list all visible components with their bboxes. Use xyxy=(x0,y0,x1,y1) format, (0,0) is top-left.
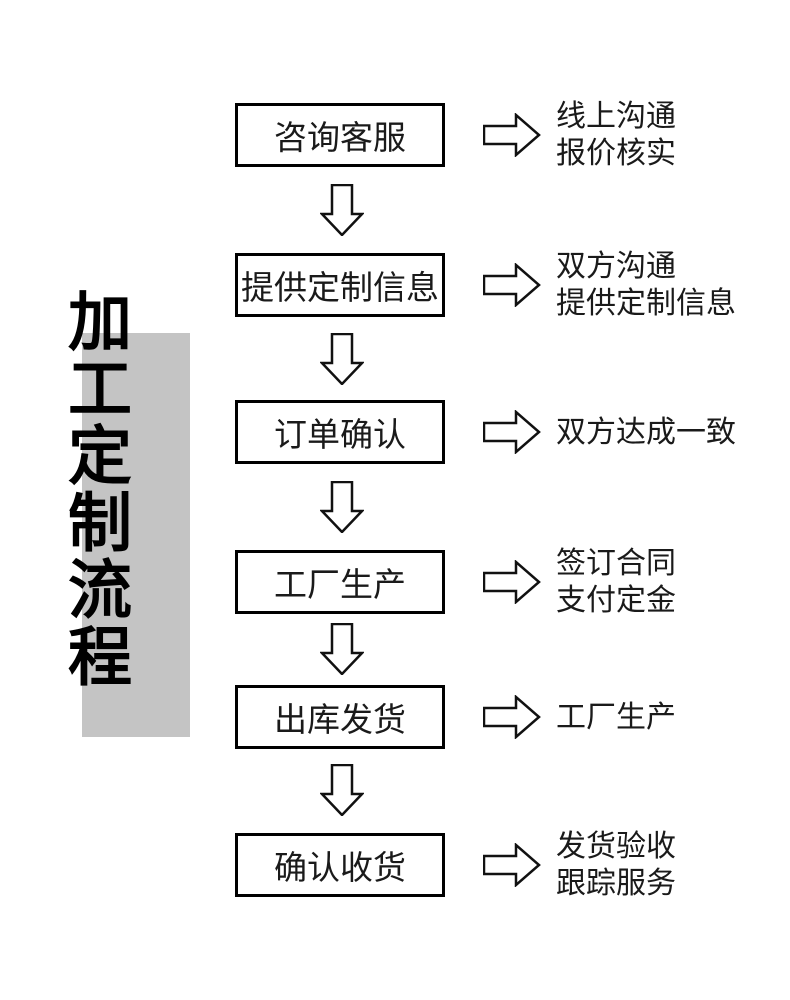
down-arrow-icon xyxy=(320,333,364,385)
flow-step-note: 双方沟通 提供定制信息 xyxy=(556,250,736,320)
flow-step-row: 工厂生产 签订合同 支付定金 xyxy=(235,547,676,617)
flow-step-row: 咨询客服 线上沟通 报价核实 xyxy=(235,100,676,170)
down-arrow-icon xyxy=(320,184,364,236)
right-arrow-icon xyxy=(483,263,541,307)
page-title: 加工定制流程 xyxy=(59,288,131,690)
right-arrow-icon xyxy=(483,410,541,454)
right-arrow-icon xyxy=(483,843,541,887)
flow-step-row: 出库发货 工厂生产 xyxy=(235,685,676,749)
flow-step-box: 咨询客服 xyxy=(235,103,445,167)
flow-step-row: 订单确认 双方达成一致 xyxy=(235,400,736,464)
down-arrow-icon xyxy=(320,481,364,533)
flow-step-row: 确认收货 发货验收 跟踪服务 xyxy=(235,830,676,900)
flow-step-row: 提供定制信息 双方沟通 提供定制信息 xyxy=(235,250,736,320)
flow-step-box: 订单确认 xyxy=(235,400,445,464)
flow-step-note: 发货验收 跟踪服务 xyxy=(556,830,676,900)
right-arrow-icon xyxy=(483,113,541,157)
flow-step-box: 提供定制信息 xyxy=(235,253,445,317)
right-arrow-icon xyxy=(483,560,541,604)
flow-step-note: 签订合同 支付定金 xyxy=(556,547,676,617)
flow-step-box: 出库发货 xyxy=(235,685,445,749)
flow-step-box: 确认收货 xyxy=(235,833,445,897)
right-arrow-icon xyxy=(483,695,541,739)
title-accent-bar xyxy=(82,333,190,737)
flow-step-box: 工厂生产 xyxy=(235,550,445,614)
flow-step-note: 双方达成一致 xyxy=(556,415,736,449)
down-arrow-icon xyxy=(320,764,364,816)
flow-step-note: 线上沟通 报价核实 xyxy=(556,100,676,170)
down-arrow-icon xyxy=(320,623,364,675)
flow-step-note: 工厂生产 xyxy=(556,700,676,734)
